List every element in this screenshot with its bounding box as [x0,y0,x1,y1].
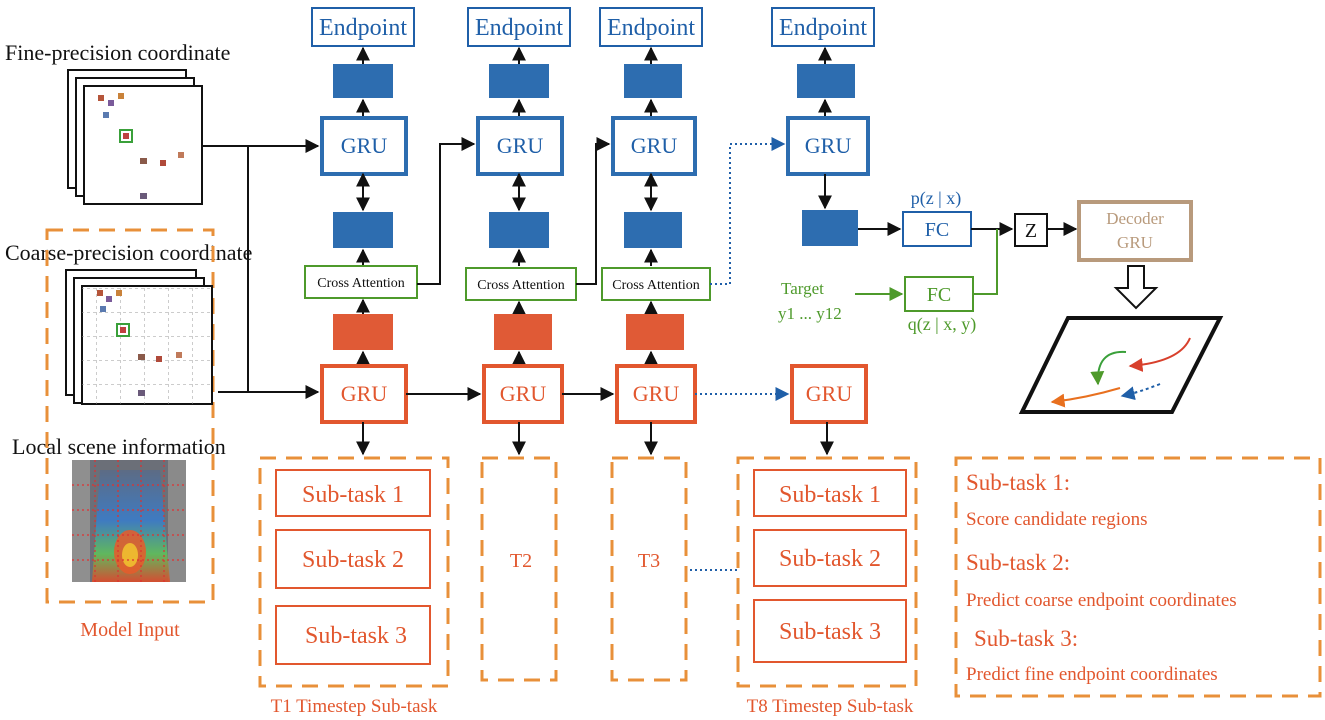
cross-attention-box [304,265,418,299]
gru-label: GRU [806,381,853,406]
legend-subtask-1-title: Sub-task 1: [966,470,1070,495]
blue-feature-block [624,64,682,98]
t3-subtask-container [610,456,688,682]
endpoint-box [311,7,415,47]
subtask-1-label: Sub-task 1 [302,482,404,508]
dotted-continuation-arrow [710,137,786,285]
gru-label: GRU [341,133,388,158]
gru-label: GRU [633,381,680,406]
decoder-gru-box [1077,200,1193,262]
endpoint-label: Endpoint [607,15,695,41]
posterior-fc-box [904,276,974,312]
coarse-coordinate-label: Coarse-precision coordinate [5,240,252,265]
legend-subtask-2-desc: Predict coarse endpoint coordinates [966,590,1237,611]
gru-label: GRU [805,133,852,158]
gru-box [320,364,408,424]
orange-feature-block [494,314,552,350]
t3-label: T3 [638,550,660,572]
encoder-column-2: Endpoint GRU Cross Attention GRU [465,7,577,456]
cross-attention-label: Cross Attention [317,276,405,291]
gru-label: GRU [341,381,388,406]
gru-label: GRU [500,381,547,406]
coarse-coordinate-stack [65,269,213,405]
t8-subtask-container [736,456,918,688]
cross-attention-label: Cross Attention [612,278,700,293]
cross-attention-to-gru-arrow [576,137,611,285]
subtask-3-box [753,599,907,663]
subtask-legend-container [954,456,1322,698]
z-label: Z [1025,220,1037,242]
legend-subtask-3-title: Sub-task 3: [974,626,1078,651]
gru-box [320,116,408,176]
fine-coordinate-stack [67,69,203,205]
subtask-2-label: Sub-task 2 [779,546,881,572]
t8-caption: T8 Timestep Sub-task [747,696,914,717]
endpoint-label: Endpoint [475,15,563,41]
gru-label: GRU [631,133,678,158]
fc-label: FC [927,284,951,306]
orange-feature-block [333,314,393,350]
cross-attention-box [465,267,577,301]
endpoint-box [599,7,703,47]
subtask-3-box [275,605,431,665]
endpoint-box [771,7,875,47]
subtask-1-box [275,469,431,517]
legend-subtask-3-desc: Predict fine endpoint coordinates [966,664,1218,685]
blue-feature-block [802,210,858,246]
model-input-container [45,228,215,604]
endpoint-label: Endpoint [319,15,407,41]
scene-heatmap-image [72,460,186,582]
blue-feature-block [797,64,855,98]
blue-feature-block [489,64,549,98]
encoder-column-3: Endpoint GRU Cross Attention GRU [599,7,711,456]
subtask-2-label: Sub-task 2 [302,547,404,573]
decoder-label-line2: GRU [1117,233,1153,252]
subtask-2-box [753,529,907,587]
prior-fc-box [902,211,972,247]
posterior-label: q(z | x, y) [908,314,977,335]
t1-subtask-container [258,456,450,688]
legend-subtask-2-title: Sub-task 2: [966,550,1070,575]
fc-label: FC [925,219,949,241]
scene-information-label: Local scene information [12,434,226,459]
encoder-column-1: Endpoint GRU Cross Attention GRU [304,7,418,456]
decoder-label-line1: Decoder [1106,209,1164,228]
cross-attention-to-gru-arrow [417,137,476,285]
gru-box [786,116,870,176]
cross-attention-label: Cross Attention [477,278,565,293]
endpoint-label: Endpoint [779,15,867,41]
subtask-1-label: Sub-task 1 [779,482,881,508]
fine-coordinate-label: Fine-precision coordinate [5,40,230,65]
legend-subtask-1-desc: Score candidate regions [966,509,1147,530]
endpoint-box [467,7,571,47]
subtask-3-label: Sub-task 3 [305,623,407,649]
posterior-merge-line [973,229,998,295]
t2-subtask-container [480,456,558,682]
subtask-3-label: Sub-task 3 [779,619,881,645]
t1-caption: T1 Timestep Sub-task [271,696,438,717]
subtask-1-box [753,469,907,517]
gru-label: GRU [497,133,544,158]
blue-feature-block [489,212,549,248]
gru-box [790,364,868,424]
trajectory-plane [1018,316,1224,414]
model-input-label: Model Input [80,619,180,641]
encoder-column-8: Endpoint GRU GRU [771,7,875,456]
prior-label: p(z | x) [911,188,962,209]
t2-label: T2 [510,550,532,572]
orange-feature-block [626,314,684,350]
blue-feature-block [333,64,393,98]
decoder-output-arrow-icon [1113,265,1159,310]
target-label: Target [781,279,824,298]
blue-feature-block [624,212,682,248]
subtask-2-box [275,529,431,589]
target-range-label: y1 ... y12 [778,304,842,323]
blue-feature-block [333,212,393,248]
gru-box [611,116,697,176]
